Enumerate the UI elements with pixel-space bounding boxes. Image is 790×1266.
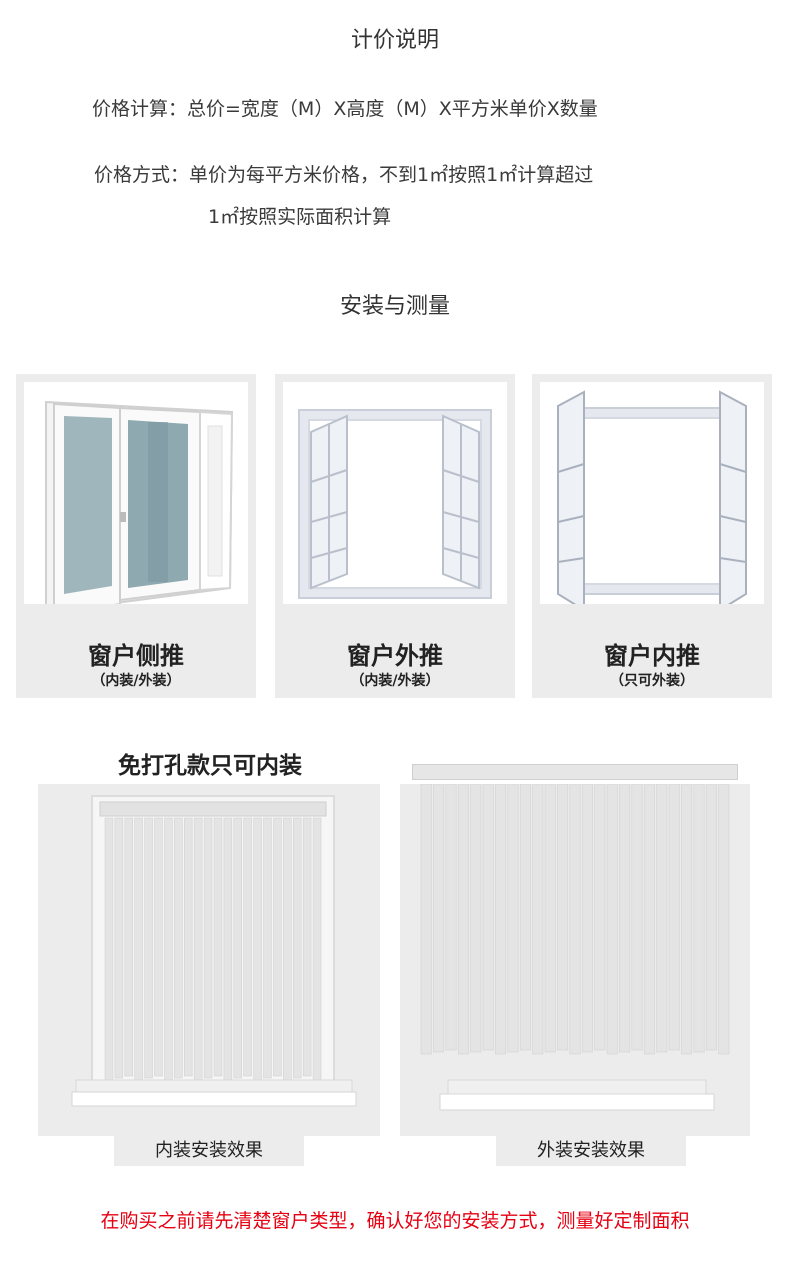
blind-strip — [114, 817, 124, 1079]
sliding-window-image — [24, 382, 248, 616]
blind-strip — [482, 783, 494, 1051]
blind-strip — [544, 783, 556, 1053]
blind-strip — [619, 783, 631, 1053]
blind-strip — [223, 817, 233, 1081]
inward-window-icon — [557, 390, 747, 612]
blind-strip — [519, 783, 531, 1051]
blind-strip — [193, 817, 203, 1081]
blind-strip — [718, 783, 730, 1055]
blind-strip — [273, 817, 282, 1077]
blind-strip — [470, 783, 482, 1053]
outward-window-icon — [298, 409, 492, 599]
blind-strip — [532, 783, 544, 1055]
blind-strip — [631, 783, 643, 1051]
blind-strip — [124, 817, 134, 1077]
blind-strip — [656, 783, 668, 1053]
inner-install-photo — [38, 784, 380, 1136]
blind-strip — [203, 817, 213, 1079]
window-type-card-sliding: 窗户侧推 （内装/外装） — [16, 374, 256, 698]
pricing-title: 计价说明 — [350, 28, 439, 53]
blind-strip — [293, 817, 302, 1079]
blind-strip — [233, 817, 243, 1079]
blind-strip — [174, 817, 183, 1079]
blind-strip — [594, 783, 606, 1051]
price-method-row: 价格方式：单价为每平方米价格，不到1㎡按照1㎡计算超过 — [94, 160, 593, 187]
blind-strip — [164, 817, 173, 1081]
outer-install-photo — [400, 766, 750, 1136]
blind-strip — [606, 783, 618, 1055]
inner-install-caption: 内装安装效果 — [114, 1136, 304, 1166]
free-drill-title: 免打孔款只可内装 — [118, 753, 302, 779]
outer-install-caption: 外装安装效果 — [496, 1136, 686, 1166]
blind-strip — [144, 817, 153, 1079]
blind-strip — [581, 783, 593, 1053]
inner-blinds-illustration — [71, 795, 357, 1107]
blind-strip — [243, 817, 252, 1077]
blind-strip — [104, 817, 114, 1081]
blind-strip — [154, 817, 163, 1077]
price-formula-row: 价格计算：总价=宽度（M）X高度（M）X平方米单价X数量 — [92, 94, 598, 121]
blind-strip — [213, 817, 223, 1077]
blind-strip — [643, 783, 655, 1055]
blind-strip — [693, 783, 705, 1053]
blind-strip — [705, 783, 717, 1051]
purchase-notice: 在购买之前请先清楚窗户类型，确认好您的安装方式，测量好定制面积 — [100, 1210, 690, 1232]
blind-strip — [184, 817, 193, 1077]
blind-strip — [445, 783, 457, 1051]
install-title: 安装与测量 — [339, 294, 450, 319]
blind-strip — [253, 817, 262, 1081]
sliding-window-icon — [45, 400, 234, 616]
price-method-label: 价格方式： — [94, 164, 190, 186]
outer-blinds-illustration — [414, 766, 730, 1111]
blind-strip — [420, 783, 432, 1055]
blind-strip — [263, 817, 272, 1079]
price-formula-text: 总价=宽度（M）X高度（M）X平方米单价X数量 — [187, 98, 598, 120]
window-type-sub: （内装/外装） — [350, 673, 440, 689]
window-type-label: 窗户侧推 — [88, 642, 184, 670]
window-type-card-outward: 窗户外推 （内装/外装） — [275, 374, 515, 698]
price-method-text-line2: 1㎡按照实际面积计算 — [208, 206, 392, 228]
window-type-label: 窗户外推 — [347, 642, 443, 670]
blind-strip — [681, 783, 693, 1055]
blind-strip — [433, 783, 445, 1053]
blind-strip — [302, 817, 312, 1077]
inward-window-image — [540, 382, 764, 612]
blind-strip — [134, 817, 143, 1081]
price-formula-label: 价格计算： — [92, 98, 188, 120]
blind-strip — [312, 817, 322, 1081]
window-type-card-inward: 窗户内推 （只可外装） — [532, 374, 772, 698]
window-type-sub: （只可外装） — [610, 673, 694, 689]
blind-strip — [557, 783, 569, 1051]
window-type-sub: （内装/外装） — [91, 673, 181, 689]
blind-strip — [495, 783, 507, 1055]
outer-blinds-rail — [412, 764, 738, 780]
blind-strip — [569, 783, 581, 1055]
blind-strip — [283, 817, 292, 1081]
blind-strip — [668, 783, 680, 1051]
blind-strip — [457, 783, 469, 1055]
price-method-text-line1: 单价为每平方米价格，不到1㎡按照1㎡计算超过 — [189, 164, 594, 186]
window-type-label: 窗户内推 — [604, 642, 700, 670]
blind-strip — [507, 783, 519, 1053]
outward-window-image — [283, 382, 507, 604]
